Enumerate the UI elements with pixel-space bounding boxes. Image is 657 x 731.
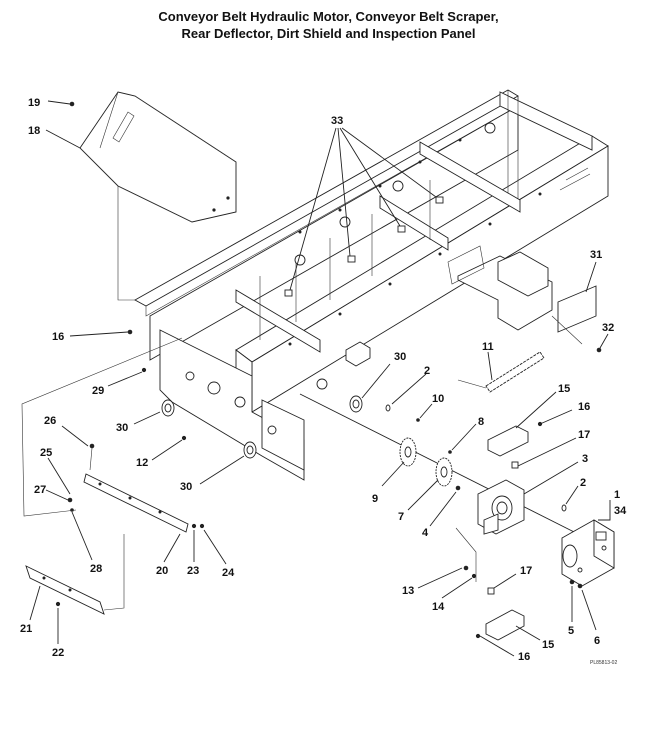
callout-2-upper: 2 [424,365,430,377]
callout-23: 23 [187,565,199,577]
callout-31: 31 [590,249,602,261]
title-line-2: Rear Deflector, Dirt Shield and Inspecti… [181,26,476,41]
title-line-1: Conveyor Belt Hydraulic Motor, Conveyor … [158,9,499,24]
sprocket-7-part [435,457,453,487]
callout-30-bottom: 30 [180,481,192,493]
callout-30-right: 30 [394,351,406,363]
callout-15-upper: 15 [558,383,570,395]
callout-17-lower: 17 [520,565,532,577]
callout-15-lower: 15 [542,639,554,651]
callout-26: 26 [44,415,56,427]
scraper-plate-upper-part [487,425,529,457]
callout-labels: 33 19 18 16 29 30 12 30 30 2 10 8 11 9 7… [20,97,627,666]
callout-9: 9 [372,493,378,505]
callout-21: 21 [20,623,32,635]
callout-24: 24 [222,567,235,579]
callout-2-lower: 2 [580,477,586,489]
callout-17-upper: 17 [578,429,590,441]
callout-16-left: 16 [52,331,64,343]
scraper-blade-part [83,473,189,533]
callout-14: 14 [432,601,445,613]
callout-18: 18 [28,125,40,137]
callout-20: 20 [156,565,168,577]
callout-19: 19 [28,97,40,109]
callout-30-left: 30 [116,422,128,434]
callout-5: 5 [568,625,574,637]
callout-4: 4 [422,527,429,539]
callout-27: 27 [34,484,46,496]
drawing-code: PL85813-02 [590,660,617,666]
callout-28: 28 [90,563,102,575]
conveyor-frame-part [134,89,609,481]
callout-13: 13 [402,585,414,597]
callout-10: 10 [432,393,444,405]
callout-33: 33 [331,115,343,127]
callout-34: 34 [614,505,627,517]
bushing-30-parts [161,395,363,459]
callout-22: 22 [52,647,64,659]
diagram-title: Conveyor Belt Hydraulic Motor, Conveyor … [0,8,657,42]
callout-3: 3 [582,453,588,465]
callout-32: 32 [602,322,614,334]
callout-6: 6 [594,635,600,647]
callout-12: 12 [136,457,148,469]
rear-deflector-part [79,91,237,223]
callout-7: 7 [398,511,404,523]
callout-25: 25 [40,447,52,459]
hydraulic-motor-part [561,519,615,587]
callout-16-upper: 16 [578,401,590,413]
callout-16-lower: 16 [518,651,530,663]
sprocket-9-part [399,437,417,467]
drive-chain-part [457,351,545,393]
scraper-retainer-part [25,565,105,615]
bearing-bracket-part [477,479,525,535]
callout-29: 29 [92,385,104,397]
callout-8: 8 [478,416,484,428]
callout-11: 11 [482,341,494,353]
fastener-33-parts [284,196,444,297]
inspection-panel-part [557,285,602,353]
scraper-plate-lower-part [485,609,525,641]
callout-1: 1 [614,489,620,501]
leader-lines [21,100,611,657]
